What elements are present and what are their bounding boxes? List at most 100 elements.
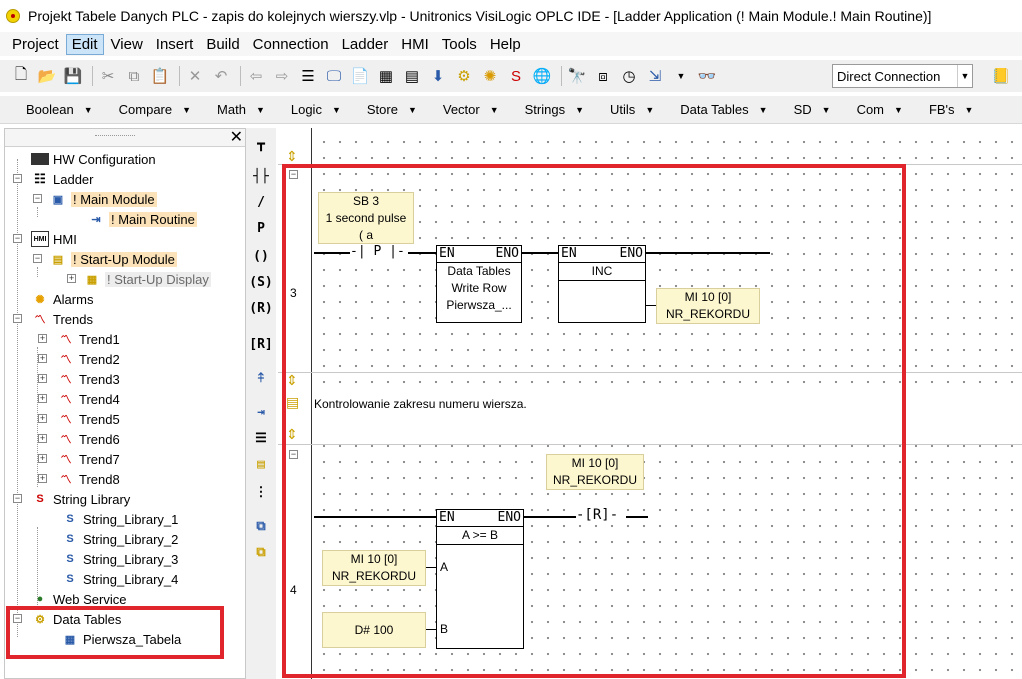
tree-item-hw-configuration[interactable]: HW Configuration <box>31 149 156 169</box>
compare-dropdown[interactable]: Compare▼ <box>119 102 191 117</box>
menu-tools[interactable]: Tools <box>441 35 477 53</box>
screen-icon[interactable]: 🖵 <box>326 67 342 85</box>
tree-item-data-tables[interactable]: ⚙ Data Tables <box>31 609 121 629</box>
collapse-icon[interactable]: − <box>13 173 22 183</box>
tree-item-trend7[interactable]: 〽Trend7 <box>57 449 120 469</box>
stack-icon[interactable]: ⧈ <box>598 67 608 85</box>
menu-build[interactable]: Build <box>206 35 240 53</box>
plc-icon[interactable]: ▤ <box>404 68 420 85</box>
reset-coil[interactable]: -[R]- <box>576 507 619 523</box>
tree-item-pierwsza-tabela[interactable]: ▦ Pierwsza_Tabela <box>61 629 181 649</box>
tree-item-startup-module[interactable]: ▤ ! Start-Up Module <box>49 249 177 269</box>
tree-item-trend3[interactable]: 〽Trend3 <box>57 369 120 389</box>
contact-pulse-icon[interactable]: P <box>257 220 265 236</box>
contact-no-icon[interactable]: ┤├ <box>253 168 269 184</box>
coil-set-icon[interactable]: (S) <box>249 274 273 290</box>
rung-separator-icon[interactable]: ⇕ <box>286 372 298 388</box>
rung-comment[interactable]: Kontrolowanie zakresu numeru wiersza. <box>314 397 527 411</box>
copy-icon[interactable]: ⧉ <box>128 67 140 85</box>
export-icon[interactable]: ⇲ <box>648 68 662 85</box>
hmi-icon[interactable]: ▦ <box>378 68 394 85</box>
string-icon[interactable]: S <box>510 67 521 85</box>
save-icon[interactable]: 💾 <box>63 68 83 85</box>
subroutine-icon[interactable]: ⧉ <box>256 518 266 534</box>
rung-separator-icon[interactable]: ⇕ <box>286 148 298 164</box>
collapse-icon[interactable]: − <box>13 613 22 623</box>
menu-help[interactable]: Help <box>489 35 521 53</box>
bulb-icon[interactable]: ✺ <box>483 68 497 85</box>
find-icon[interactable]: 🔭 <box>567 68 587 85</box>
module-call-icon[interactable]: ⧉ <box>256 544 266 560</box>
dropdown-arrow-icon[interactable]: ▼ <box>676 71 686 81</box>
data-tables-dropdown[interactable]: Data Tables▼ <box>680 102 767 117</box>
coil-reset-icon[interactable]: (R) <box>249 300 273 316</box>
line-tool-icon[interactable]: ┳ <box>257 136 265 152</box>
tree-item-trend1[interactable]: 〽Trend1 <box>57 329 120 349</box>
expand-icon[interactable]: + <box>38 473 47 483</box>
menu-view[interactable]: View <box>110 35 143 53</box>
collapse-icon[interactable]: − <box>33 253 42 263</box>
tree-item-ladder[interactable]: ☷ Ladder <box>31 169 93 189</box>
back-arrow-icon[interactable]: ⇦ <box>249 68 263 85</box>
expand-icon[interactable]: + <box>38 373 47 383</box>
call-icon[interactable]: ⇥ <box>257 404 265 420</box>
utils-dropdown[interactable]: Utils▼ <box>610 102 654 117</box>
pulse-contact[interactable]: -| P |- <box>350 244 405 259</box>
glasses-icon[interactable]: 👓 <box>697 68 717 85</box>
nr-rekordu-coil-operand[interactable]: MI 10 [0] NR_REKORDU <box>546 454 644 490</box>
math-dropdown[interactable]: Math▼ <box>217 102 265 117</box>
document-icon[interactable]: 📄 <box>350 68 370 85</box>
com-dropdown[interactable]: Com▼ <box>857 102 903 117</box>
help-book-icon[interactable]: 📒 <box>991 68 1011 85</box>
tree-item-web-service[interactable]: ● Web Service <box>31 589 127 609</box>
boolean-dropdown[interactable]: Boolean▼ <box>26 102 93 117</box>
download-icon[interactable]: ⬇ <box>431 68 445 85</box>
store-dropdown[interactable]: Store▼ <box>367 102 417 117</box>
label-icon[interactable]: ⋮ <box>254 484 268 500</box>
collapse-icon[interactable]: − <box>289 449 298 459</box>
nr-rekordu-pin-a-operand[interactable]: MI 10 [0] NR_REKORDU <box>322 550 426 586</box>
logic-dropdown[interactable]: Logic▼ <box>291 102 341 117</box>
sd-dropdown[interactable]: SD▼ <box>794 102 831 117</box>
delete-icon[interactable]: ✕ <box>188 68 202 85</box>
tree-item-trend4[interactable]: 〽Trend4 <box>57 389 120 409</box>
nr-rekordu-operand[interactable]: MI 10 [0] NR_REKORDU <box>656 288 760 324</box>
expand-icon[interactable]: + <box>38 433 47 443</box>
expand-icon[interactable]: + <box>38 333 47 343</box>
paste-icon[interactable]: 📋 <box>150 68 170 85</box>
expand-icon[interactable]: + <box>38 393 47 403</box>
tree-item-trend8[interactable]: 〽Trend8 <box>57 469 120 489</box>
coil-icon[interactable]: () <box>253 248 269 264</box>
fbs-dropdown[interactable]: FB's▼ <box>929 102 974 117</box>
panel-grip[interactable] <box>95 135 135 136</box>
tree-item-hmi[interactable]: HMI HMI <box>31 229 77 249</box>
menu-ladder[interactable]: Ladder <box>341 35 389 53</box>
tree-item-alarms[interactable]: ✺ Alarms <box>31 289 93 309</box>
menu-connection[interactable]: Connection <box>252 35 329 53</box>
menu-project[interactable]: Project <box>12 35 59 53</box>
tree-item-startup-display[interactable]: ▦ ! Start-Up Display <box>83 269 211 289</box>
sb3-operand[interactable]: SB 3 1 second pulse ( a <box>318 192 414 244</box>
menu-hmi[interactable]: HMI <box>401 35 429 53</box>
forward-arrow-icon[interactable]: ⇨ <box>275 68 289 85</box>
collapse-icon[interactable]: − <box>13 233 22 243</box>
strings-dropdown[interactable]: Strings▼ <box>525 102 584 117</box>
collapse-icon[interactable]: − <box>33 193 42 203</box>
d100-operand[interactable]: D# 100 <box>322 612 426 648</box>
tree-item-trend5[interactable]: 〽Trend5 <box>57 409 120 429</box>
block-reset-icon[interactable]: [R] <box>249 336 273 352</box>
open-folder-icon[interactable]: 📂 <box>37 68 57 85</box>
collapse-icon[interactable]: − <box>289 169 298 179</box>
jump-icon[interactable]: ⤉ <box>258 370 264 386</box>
menu-insert[interactable]: Insert <box>155 35 194 53</box>
clock-icon[interactable]: ◷ <box>622 68 636 85</box>
chevron-down-icon[interactable]: ▼ <box>957 65 972 87</box>
tree-item-main-module[interactable]: ▣ ! Main Module <box>49 189 157 209</box>
rung-separator-icon[interactable]: ⇕ <box>286 426 298 442</box>
